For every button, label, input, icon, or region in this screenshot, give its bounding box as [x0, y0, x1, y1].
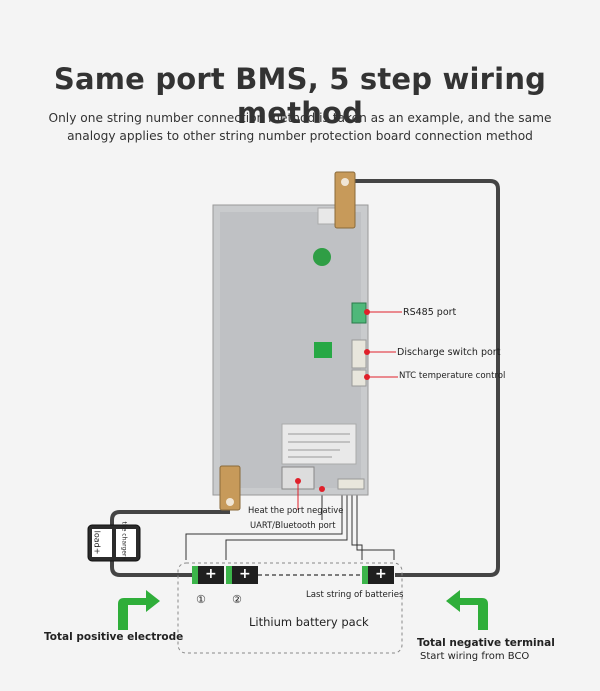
start-wiring-label: Start wiring from BCO	[420, 651, 530, 662]
discharge-switch-connector	[351, 339, 367, 369]
page-subtitle: Only one string number connection method…	[40, 109, 560, 145]
negative-terminal-hole	[341, 178, 349, 186]
board-spec-label	[281, 423, 357, 465]
battery-cell-1	[192, 566, 224, 584]
rs485-label: RS485 port	[403, 307, 457, 318]
step-2-marker: ②	[232, 593, 242, 606]
total-positive-label: Total positive electrode	[44, 631, 184, 643]
heat-port-label: Heat the port negative	[248, 505, 344, 515]
negative-main-wire	[352, 179, 500, 577]
sampling-connector	[337, 478, 365, 490]
subtitle-line-2: analogy applies to other string number p…	[67, 129, 533, 143]
battery-cell-last	[362, 566, 394, 584]
subtitle-line-1: Only one string number connection method…	[48, 111, 552, 125]
heat-port-marker	[295, 478, 301, 484]
cell-1-plus-icon: +	[205, 566, 217, 582]
ntc-label: NTC temperature control	[399, 371, 506, 381]
battery-cell-1-terminal	[192, 566, 198, 584]
port-marker-lines	[366, 311, 402, 378]
uart-label: UART/Bluetooth port	[250, 520, 336, 530]
charger-label: the charger+	[120, 521, 128, 562]
discharge-switch-marker	[364, 349, 370, 355]
negative-arrow-icon	[446, 590, 488, 630]
charger-port-panel	[116, 529, 136, 557]
battery-cell-2	[226, 566, 258, 584]
load-port-panel	[92, 529, 112, 557]
last-string-label: Last string of batteries	[306, 590, 404, 600]
ntc-marker	[364, 374, 370, 380]
rs485-marker	[364, 309, 370, 315]
cell-last-plus-icon: +	[375, 566, 387, 582]
ntc-connector	[351, 369, 367, 387]
positive-terminal-hole	[226, 498, 234, 506]
battery-pack-label: Lithium battery pack	[249, 615, 369, 629]
battery-cell-last-terminal	[362, 566, 368, 584]
load-label: load+	[92, 530, 102, 555]
battery-pack-outline	[177, 562, 403, 654]
step-1-marker: ①	[196, 593, 206, 606]
battery-cell-2-terminal	[226, 566, 232, 584]
total-negative-label: Total negative terminal	[417, 637, 555, 649]
positive-arrow-icon	[118, 590, 160, 630]
power-switch-button[interactable]	[313, 248, 331, 266]
discharge-switch-label: Discharge switch port	[397, 347, 501, 358]
board-spec-lines	[288, 433, 350, 458]
positive-terminal-tab	[219, 465, 241, 511]
uart-port-marker	[319, 486, 325, 492]
page-title: Same port BMS, 5 step wiring method	[53, 62, 547, 130]
negative-terminal-tab	[334, 171, 356, 229]
status-led-block	[314, 342, 332, 358]
rs485-connector	[351, 302, 367, 324]
cell-2-plus-icon: +	[239, 566, 251, 582]
